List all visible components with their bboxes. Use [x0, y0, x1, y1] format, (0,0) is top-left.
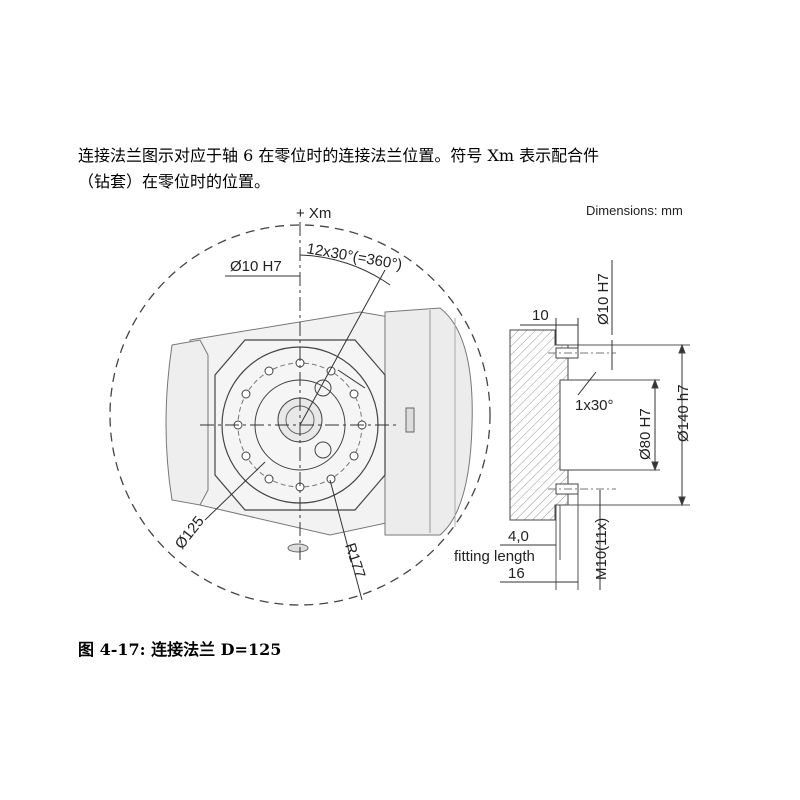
thread-label: M10(11x)	[593, 518, 610, 580]
intro-line-2: （钻套）在零位时的位置。	[78, 172, 271, 191]
side-section-view	[500, 260, 690, 590]
hole-dia-front-label: Ø10 H7	[230, 258, 282, 275]
bore-dia-label: Ø80 H7	[637, 408, 654, 460]
units-label: Dimensions: mm	[586, 203, 683, 218]
xm-label: + Xm	[296, 205, 331, 222]
figure-caption: 图 4-17: 连接法兰 D=125	[78, 640, 282, 659]
bottom-nub	[287, 543, 309, 553]
pcd-label: Ø125	[172, 513, 208, 552]
motor-housing	[384, 307, 473, 536]
radius-label: R177	[341, 541, 368, 580]
bolt-holes	[233, 358, 367, 492]
bolt-pattern-label: 12x30°(=360°)	[305, 240, 403, 274]
intro-line-1: 连接法兰图示对应于轴 6 在零位时的连接法兰位置。符号 Xm 表示配合件	[78, 146, 600, 165]
hole-dia-side-label: Ø10 H7	[595, 273, 612, 325]
dowel-hole	[314, 379, 332, 397]
dim-4-label: 4,0	[508, 528, 529, 545]
chamfer-label: 1x30°	[575, 397, 614, 414]
outer-dia-label: Ø140 h7	[675, 384, 692, 442]
outline-circle-r177	[109, 224, 491, 606]
intro-paragraph: 连接法兰图示对应于轴 6 在零位时的连接法兰位置。符号 Xm 表示配合件 （钻套…	[78, 143, 718, 195]
dim-16-label: 16	[508, 565, 525, 582]
front-view	[109, 222, 491, 606]
dim-10-label: 10	[532, 307, 549, 324]
side-knob	[405, 407, 415, 433]
fitting-length-label: fitting length	[454, 548, 535, 565]
angle-arc	[299, 254, 391, 286]
left-cover	[165, 339, 209, 506]
